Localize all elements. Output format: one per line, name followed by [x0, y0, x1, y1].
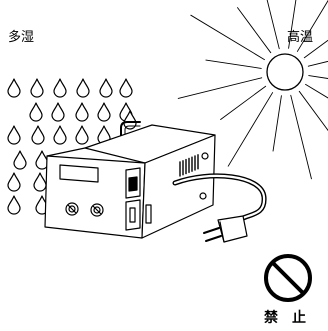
sun-ray [308, 75, 328, 79]
water-drop-icon [119, 78, 133, 98]
water-drop-icon [7, 125, 21, 145]
screw [201, 152, 209, 160]
sun-ray [177, 77, 263, 99]
power-cord-core [173, 174, 266, 226]
water-drop-icon [29, 102, 43, 122]
water-drop-icon [53, 125, 67, 145]
terminal-right [90, 203, 104, 217]
water-drop-icon [33, 172, 47, 192]
water-drop-icon [97, 102, 111, 122]
water-drop-icon [7, 195, 21, 215]
sun-ray [205, 59, 262, 69]
water-drop-icon [76, 78, 90, 98]
sun-ray [220, 85, 267, 120]
prohibition-icon [264, 254, 312, 302]
vent-grille [179, 154, 199, 177]
sun-ray [272, 95, 282, 152]
water-drop-icon [75, 102, 89, 122]
sun-ray [227, 92, 274, 167]
device-handle [120, 121, 141, 148]
sun-ray [237, 7, 272, 54]
label-prohibited: 禁止 [264, 310, 320, 326]
sun-ray [296, 0, 328, 52]
water-drop-icon [123, 110, 137, 130]
sun-ray [288, 0, 297, 49]
power-plug-icon [203, 215, 248, 243]
terminal-left [65, 202, 79, 216]
sun-ray [298, 90, 328, 132]
screw [199, 192, 207, 200]
sun-rays [177, 0, 328, 180]
sun-ray [190, 14, 265, 61]
water-drop-icon [30, 78, 44, 98]
device-display [59, 164, 99, 183]
water-drop-icon [7, 78, 21, 98]
water-drop-icon [31, 125, 45, 145]
power-switch-rocker [128, 176, 138, 192]
label-humidity: 多湿 [8, 30, 35, 45]
device-side [141, 134, 216, 239]
water-drop-icon [35, 150, 49, 170]
sun-disc [266, 53, 304, 91]
label-heat: 高温 [287, 30, 314, 45]
sun-ray [303, 39, 328, 59]
power-supply-device [44, 121, 216, 239]
side-socket-slot [129, 207, 136, 223]
sun-ray [290, 94, 312, 180]
water-drop-icon [7, 172, 21, 192]
water-drop-icon [13, 150, 27, 170]
water-drop-icon [75, 125, 89, 145]
water-drop-icon [51, 102, 65, 122]
sun-icon [177, 0, 328, 180]
device-handle-inner [124, 125, 141, 148]
sun-ray [307, 60, 328, 67]
device-top-front-edge [46, 147, 86, 157]
water-drop-icon [53, 78, 67, 98]
water-drop-icon [99, 78, 113, 98]
side-slot [145, 204, 152, 224]
water-drops [7, 78, 137, 215]
sun-ray [305, 83, 328, 99]
sun-ray [266, 0, 280, 50]
